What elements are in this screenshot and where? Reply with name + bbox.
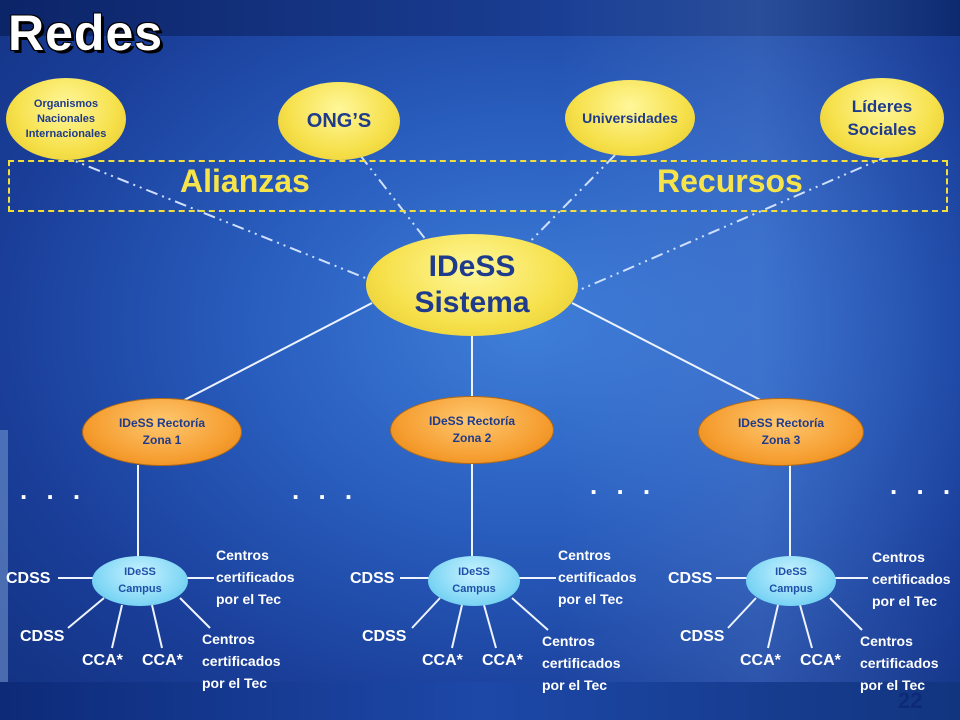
node-zona-3: IDeSS Rectoría Zona 3: [698, 398, 864, 466]
centros-line2: certificados: [542, 655, 621, 671]
centros-line1: Centros: [542, 633, 595, 649]
bottom-bar: [0, 682, 960, 720]
centros-label: Centros certificados por el Tec: [558, 544, 637, 610]
centros-label: Centros certificados por el Tec: [202, 628, 281, 694]
zona-1-line1: IDeSS Rectoría: [118, 416, 206, 430]
cca-label: CCA*: [422, 652, 463, 669]
zona-2-line1: IDeSS Rectoría: [428, 414, 516, 428]
zona-2-line2: Zona 2: [452, 431, 492, 445]
node-zona-2: IDeSS Rectoría Zona 2: [390, 396, 554, 464]
centros-line2: certificados: [860, 655, 939, 671]
left-strip: [0, 430, 8, 685]
centros-line3: por el Tec: [558, 591, 624, 607]
cca-label: CCA*: [482, 652, 523, 669]
node-universidades: Universidades: [565, 80, 695, 156]
centros-label: Centros certificados por el Tec: [860, 630, 939, 696]
ellipsis-3: . . .: [590, 470, 657, 500]
node-campus-3: IDeSS Campus: [746, 556, 836, 606]
cca-label: CCA*: [82, 652, 123, 669]
centros-line3: por el Tec: [860, 677, 926, 693]
cdss-label: CDSS: [6, 570, 51, 587]
cdss-label: CDSS: [350, 570, 395, 587]
node-lideres-label: Líderes Sociales: [847, 97, 917, 139]
centros-line1: Centros: [202, 631, 255, 647]
node-organismos-label: Organismos Nacionales Internacionales: [25, 97, 107, 140]
ellipsis-4: . . .: [890, 470, 957, 500]
campus-2-line2: Campus: [452, 583, 496, 595]
centros-line3: por el Tec: [872, 593, 938, 609]
centros-line1: Centros: [872, 549, 925, 565]
centros-label: Centros certificados por el Tec: [872, 546, 951, 612]
cdss-label: CDSS: [668, 570, 713, 587]
campus-3-line1: IDeSS: [775, 566, 807, 578]
ellipsis-2: . . .: [292, 475, 359, 505]
page-number: 22: [898, 688, 923, 713]
cca-label: CCA*: [142, 652, 183, 669]
recursos-label: Recursos: [657, 163, 803, 199]
centros-line3: por el Tec: [542, 677, 608, 693]
node-lideres: Líderes Sociales: [820, 78, 944, 158]
node-ongs-label: ONG’S: [306, 109, 372, 132]
hierarchy-lines: [58, 302, 868, 649]
top-bar: [0, 0, 960, 36]
centros-line2: certificados: [216, 569, 295, 585]
cca-label: CCA*: [800, 652, 841, 669]
campus-2-line1: IDeSS: [458, 566, 490, 578]
node-organismos: Organismos Nacionales Internacionales: [6, 78, 126, 160]
slide-title: Redes: [8, 5, 164, 61]
node-universidades-label: Universidades: [582, 110, 678, 126]
node-idess-sistema: IDeSS Sistema: [366, 234, 578, 336]
cca-label: CCA*: [740, 652, 781, 669]
ellipsis-1: . . .: [20, 475, 87, 505]
cdss-label: CDSS: [362, 628, 407, 645]
centros-line3: por el Tec: [202, 675, 268, 691]
centros-line3: por el Tec: [216, 591, 282, 607]
centros-line1: Centros: [860, 633, 913, 649]
node-zona-1: IDeSS Rectoría Zona 1: [82, 398, 242, 466]
campus-1-line1: IDeSS: [124, 566, 156, 578]
center-line1: IDeSS: [428, 250, 516, 283]
center-line2: Sistema: [414, 286, 530, 319]
centros-label: Centros certificados por el Tec: [542, 630, 621, 696]
centros-label: Centros certificados por el Tec: [216, 544, 295, 610]
cdss-label: CDSS: [20, 628, 65, 645]
alianzas-label: Alianzas: [180, 163, 310, 199]
node-campus-2: IDeSS Campus: [428, 556, 520, 606]
centros-line1: Centros: [558, 547, 611, 563]
centros-line2: certificados: [872, 571, 951, 587]
node-campus-1: IDeSS Campus: [92, 556, 188, 606]
campus-3-line2: Campus: [769, 583, 813, 595]
zona-1-line2: Zona 1: [142, 433, 182, 447]
centros-line2: certificados: [202, 653, 281, 669]
centros-line1: Centros: [216, 547, 269, 563]
zona-3-line1: IDeSS Rectoría: [737, 416, 825, 430]
zona-3-line2: Zona 3: [761, 433, 801, 447]
campus-1-line2: Campus: [118, 583, 162, 595]
cdss-label: CDSS: [680, 628, 725, 645]
node-ongs: ONG’S: [278, 82, 400, 160]
alliances-resources-band: [8, 160, 948, 212]
centros-line2: certificados: [558, 569, 637, 585]
